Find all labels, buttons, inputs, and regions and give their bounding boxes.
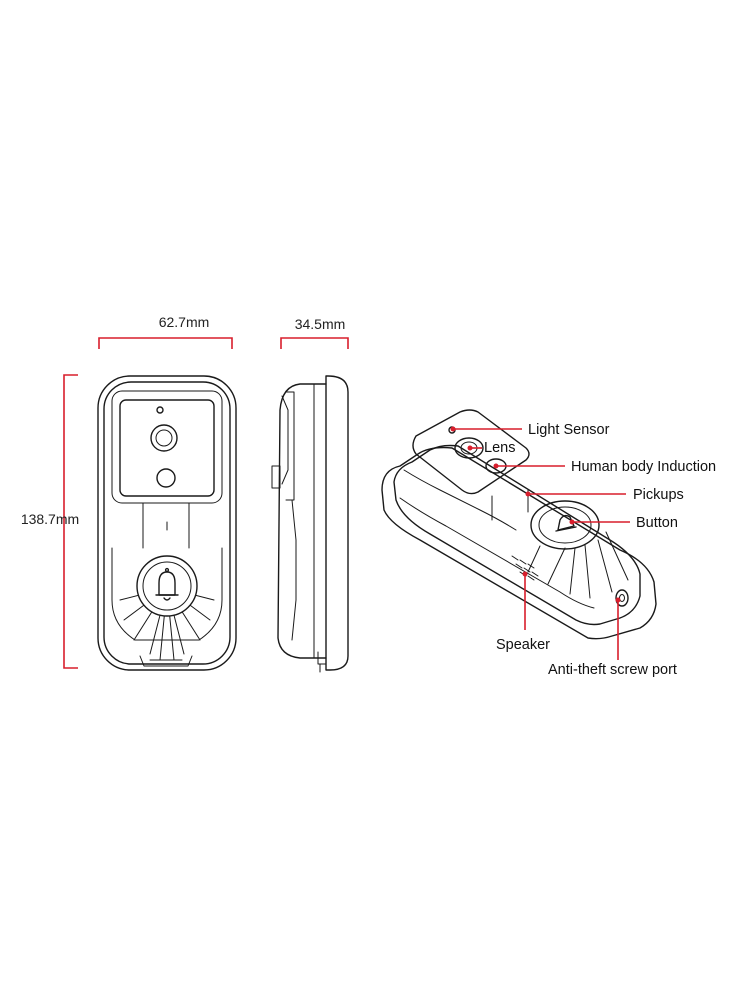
perspective-lens <box>454 437 484 459</box>
height-dimension: 138.7mm <box>21 374 79 669</box>
depth-dimension: 34.5mm <box>280 316 349 349</box>
front-view <box>97 375 237 671</box>
perspective-view <box>381 409 657 640</box>
depth-dimension-label: 34.5mm <box>295 316 346 332</box>
label-lens: Lens <box>484 440 515 456</box>
side-pir-bump <box>271 465 281 489</box>
perspective-bell-icon <box>555 514 577 532</box>
perspective-base-plate <box>381 446 657 640</box>
front-bottom-clip <box>139 655 193 667</box>
perspective-button-ring <box>530 500 600 550</box>
label-pickups: Pickups <box>633 487 684 503</box>
pir-sensor <box>156 468 176 488</box>
width-dimension: 62.7mm <box>98 314 233 349</box>
front-inner-shell <box>103 381 231 665</box>
front-camera-panel <box>119 399 215 497</box>
perspective-body <box>393 444 641 626</box>
perspective-camera-panel <box>412 409 530 495</box>
label-speaker: Speaker <box>496 637 550 653</box>
label-human-body-induction: Human body Induction <box>571 459 716 475</box>
perspective-fan-pattern <box>527 531 629 599</box>
side-body <box>277 383 327 659</box>
label-anti-theft-screw-port: Anti-theft screw port <box>548 662 677 678</box>
camera-lens <box>150 424 178 452</box>
side-back-plate <box>325 375 349 671</box>
perspective-button <box>538 506 592 544</box>
label-button: Button <box>636 515 678 531</box>
side-view <box>271 375 349 673</box>
callout-labels: Light Sensor Lens Human body Induction P… <box>484 422 716 678</box>
label-light-sensor: Light Sensor <box>528 422 610 438</box>
doorbell-button <box>142 561 192 611</box>
height-dimension-label: 138.7mm <box>21 511 79 527</box>
callout-lines <box>450 426 630 660</box>
light-sensor-dot <box>156 406 164 414</box>
bell-icon <box>155 567 179 601</box>
front-outer-shell <box>97 375 237 671</box>
width-dimension-label: 62.7mm <box>159 314 210 330</box>
front-top-bezel <box>111 390 223 504</box>
